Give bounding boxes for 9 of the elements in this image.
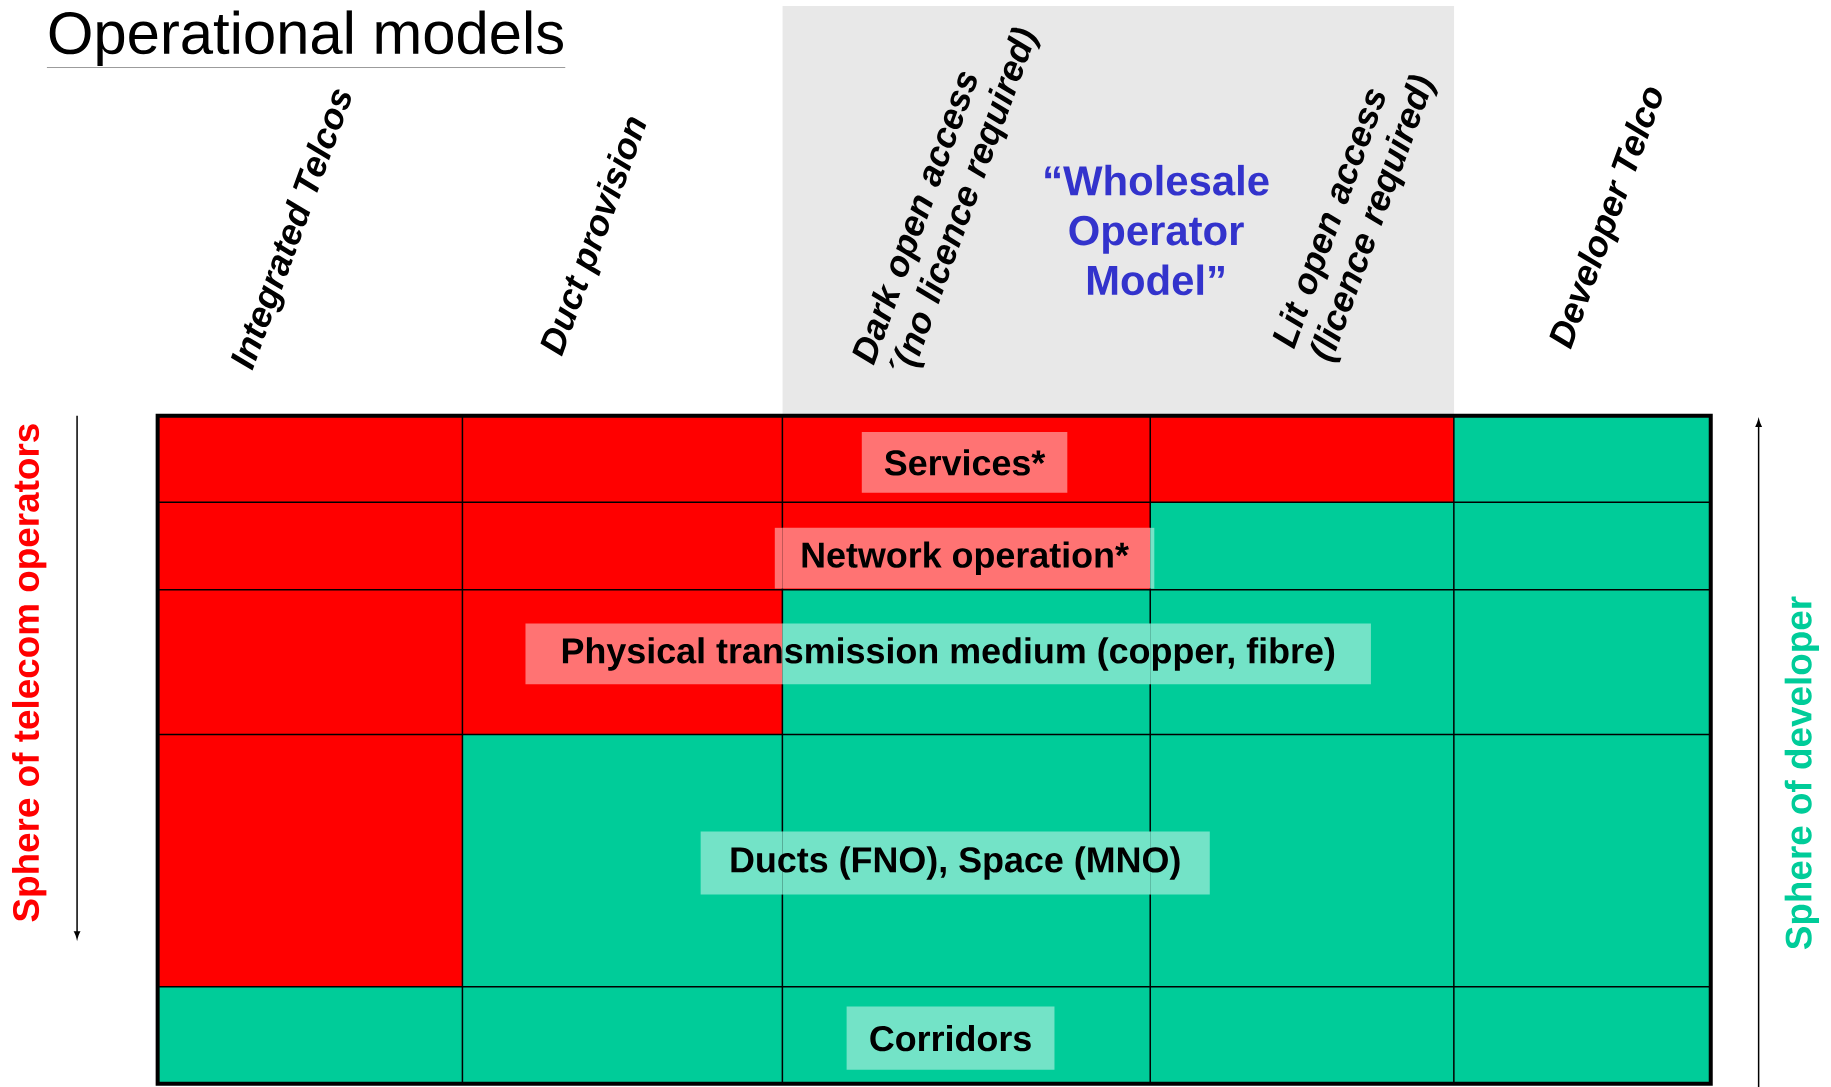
label-box: Network operation* [774,527,1155,589]
side-label: Sphere of developer [1784,596,1819,950]
label-box: Services* [861,432,1068,493]
side-label: Sphere of telecom operators [12,424,47,922]
shaded-band [782,5,1455,416]
label-box: Corridors [846,1006,1055,1070]
label-box: Ducts (FNO), Space (MNO) [700,831,1210,895]
title: Operational models [46,10,566,68]
band-title: “Wholesale Operator Model” [1045,164,1269,296]
